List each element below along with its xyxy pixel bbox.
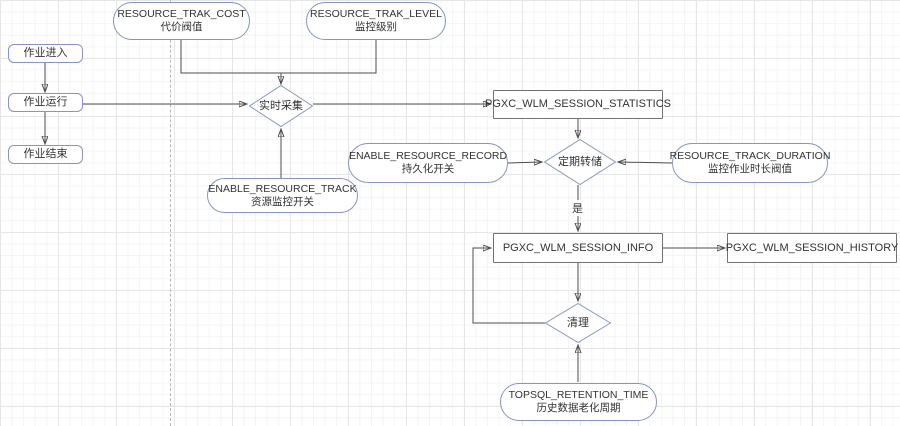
- edge-res-trak-cost-merge: [180, 40, 281, 74]
- page-break-line: [170, 0, 171, 426]
- node-topsql-retention[interactable]: TOPSQL_RETENTION_TIME 历史数据老化周期: [500, 383, 657, 421]
- edge-cleanup-to-session-info: [472, 248, 545, 324]
- node-resource-trak-cost[interactable]: RESOURCE_TRAK_COST 代价阀值: [113, 2, 250, 40]
- node-session-statistics[interactable]: PGXC_WLM_SESSION_STATISTICS: [485, 90, 671, 119]
- edge-res-track-duration-to-periodic-dump: [619, 162, 673, 163]
- node-job-enter-label: 作业进入: [23, 47, 68, 59]
- node-enable-resource-track-desc: 资源监控开关: [251, 195, 314, 208]
- node-resource-track-duration[interactable]: RESOURCE_TRACK_DURATION 监控作业时长阀值: [669, 143, 831, 183]
- diamond-shape: [544, 139, 616, 185]
- edge-res-trak-level-merge: [281, 40, 377, 74]
- node-job-end[interactable]: 作业结束: [8, 145, 83, 164]
- node-session-history[interactable]: PGXC_WLM_SESSION_HISTORY: [725, 233, 899, 263]
- node-enable-resource-track-name: ENABLE_RESOURCE_TRACK: [208, 182, 357, 195]
- node-resource-trak-cost-name: RESOURCE_TRAK_COST: [117, 8, 246, 20]
- node-realtime-collect[interactable]: 实时采集: [249, 85, 313, 127]
- node-enable-resource-record-name: ENABLE_RESOURCE_RECORD: [348, 150, 508, 162]
- node-resource-track-duration-desc: 监控作业时长阀值: [708, 163, 792, 175]
- node-session-statistics-label: PGXC_WLM_SESSION_STATISTICS: [484, 98, 672, 110]
- node-enable-resource-track[interactable]: ENABLE_RESOURCE_TRACK 资源监控开关: [207, 178, 358, 213]
- node-periodic-dump-label: 定期转储: [558, 155, 602, 168]
- node-realtime-collect-label: 实时采集: [259, 99, 303, 112]
- node-periodic-dump[interactable]: 定期转储: [544, 139, 616, 185]
- diamond-shape: [249, 85, 313, 127]
- node-resource-track-duration-name: RESOURCE_TRACK_DURATION: [669, 150, 831, 162]
- node-enable-resource-record[interactable]: ENABLE_RESOURCE_RECORD 持久化开关: [348, 143, 508, 183]
- edge-enable-resource-record-to-periodic-dump: [507, 162, 541, 163]
- node-job-run[interactable]: 作业运行: [8, 93, 83, 112]
- diamond-shape: [545, 303, 611, 343]
- node-session-info[interactable]: PGXC_WLM_SESSION_INFO: [493, 233, 663, 263]
- node-resource-trak-cost-desc: 代价阀值: [160, 21, 203, 33]
- node-cleanup[interactable]: 清理: [545, 303, 611, 343]
- node-topsql-retention-desc: 历史数据老化周期: [536, 402, 621, 414]
- node-topsql-retention-name: TOPSQL_RETENTION_TIME: [508, 389, 649, 401]
- edge-label-yes: 是: [571, 200, 584, 216]
- node-job-run-label: 作业运行: [23, 96, 68, 108]
- node-job-enter[interactable]: 作业进入: [8, 44, 83, 63]
- node-enable-resource-record-desc: 持久化开关: [401, 163, 455, 175]
- node-resource-trak-level[interactable]: RESOURCE_TRAK_LEVEL 监控级别: [306, 2, 446, 40]
- node-resource-trak-level-name: RESOURCE_TRAK_LEVEL: [310, 8, 442, 20]
- node-session-info-label: PGXC_WLM_SESSION_INFO: [502, 241, 654, 254]
- node-session-history-label: PGXC_WLM_SESSION_HISTORY: [725, 241, 899, 254]
- node-resource-trak-level-desc: 监控级别: [355, 21, 397, 33]
- node-job-end-label: 作业结束: [23, 148, 68, 160]
- node-cleanup-label: 清理: [567, 316, 589, 329]
